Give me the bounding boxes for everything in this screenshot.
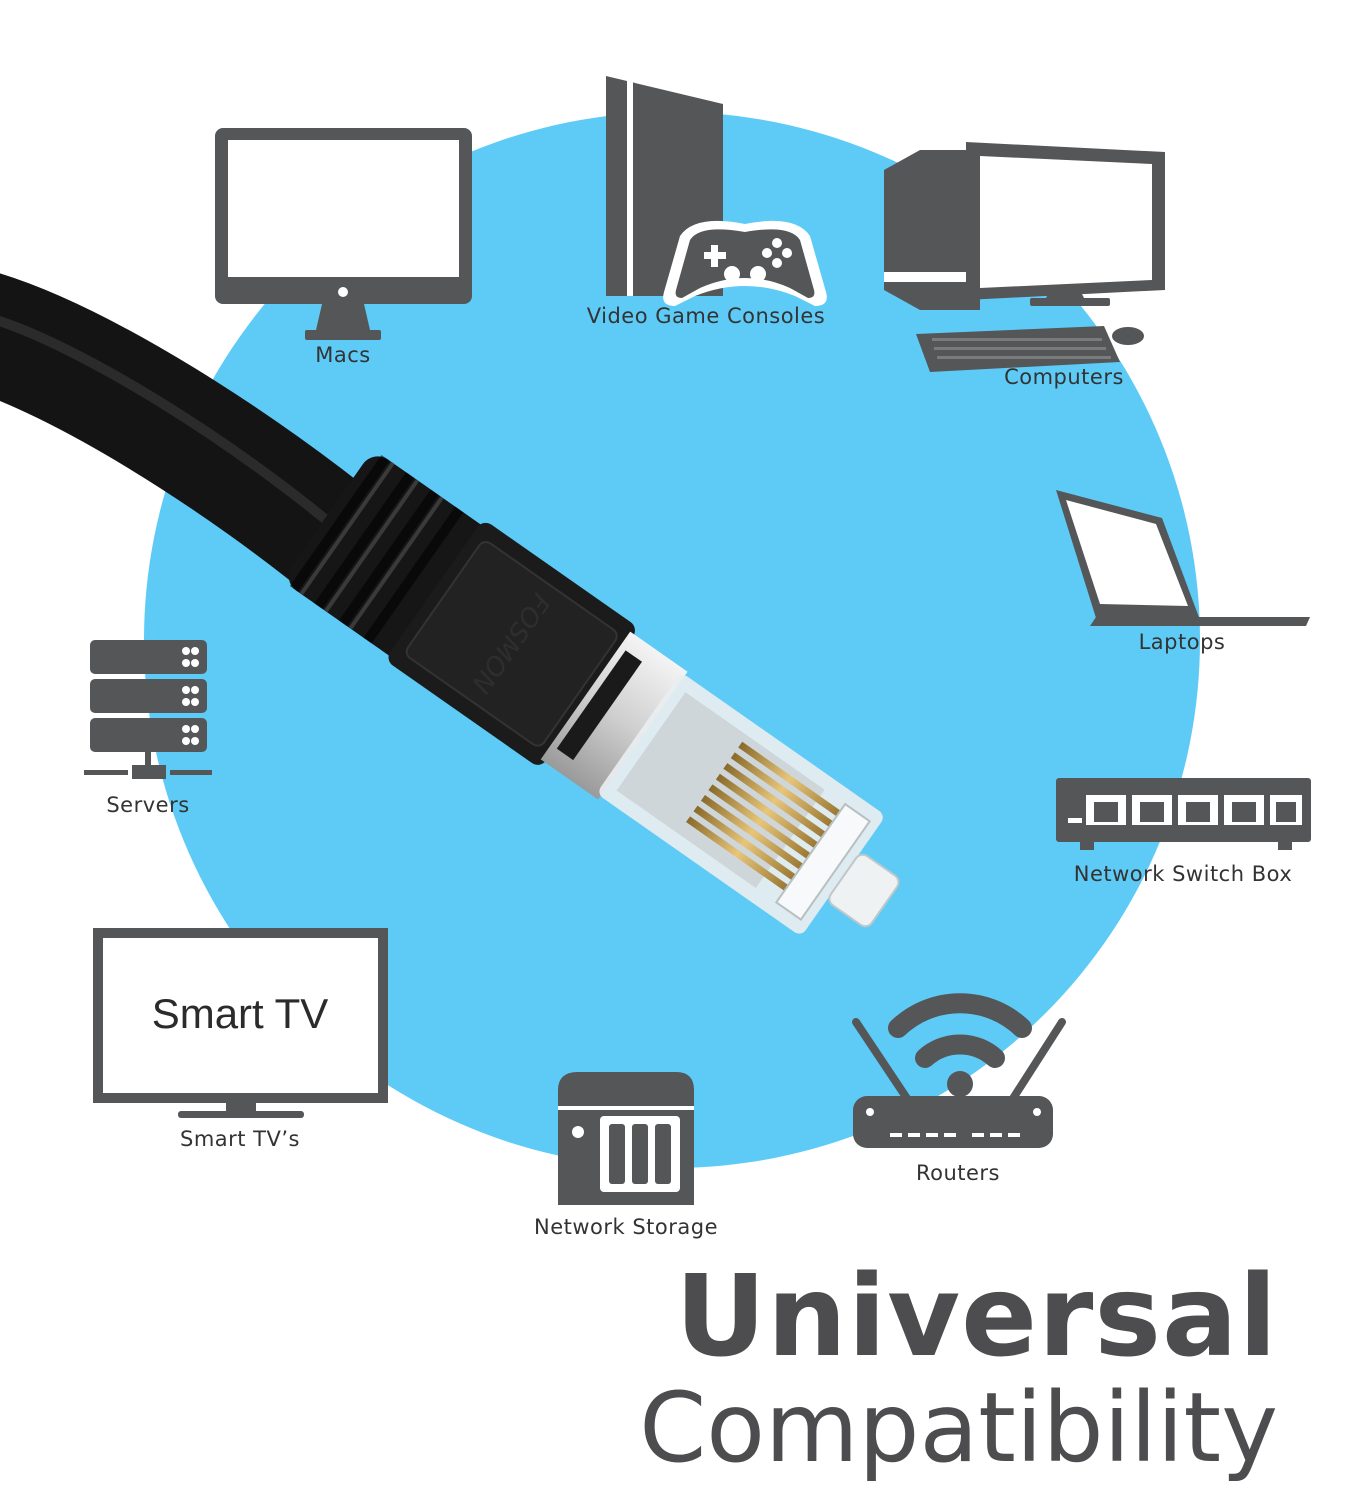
background-circle	[144, 112, 1200, 1168]
consoles-label: Video Game Consoles	[587, 304, 826, 328]
smart-tv-icon: Smart TV	[93, 928, 388, 1118]
computers-label: Computers	[1004, 365, 1124, 389]
imac-icon	[215, 128, 472, 340]
switch-label: Network Switch Box	[1074, 862, 1293, 886]
laptops-label: Laptops	[1139, 630, 1226, 654]
headline-compatibility: Compatibility	[639, 1372, 1278, 1484]
headline-universal: Universal	[675, 1252, 1278, 1382]
ethernet-cable-icon: FOSMON	[0, 273, 900, 934]
desktop-computer-icon	[884, 142, 1165, 372]
storage-label: Network Storage	[534, 1215, 718, 1239]
routers-label: Routers	[916, 1161, 1000, 1185]
smart-tv-screen-text: Smart TV	[152, 990, 329, 1037]
laptop-icon	[1056, 490, 1310, 626]
macs-label: Macs	[315, 343, 370, 367]
nas-icon	[558, 1072, 694, 1205]
game-console-icon	[606, 76, 827, 306]
network-switch-icon	[1056, 778, 1311, 850]
wifi-router-icon	[852, 993, 1066, 1148]
server-rack-icon	[84, 640, 212, 779]
smart-tvs-label: Smart TV’s	[180, 1127, 300, 1151]
servers-label: Servers	[106, 793, 189, 817]
